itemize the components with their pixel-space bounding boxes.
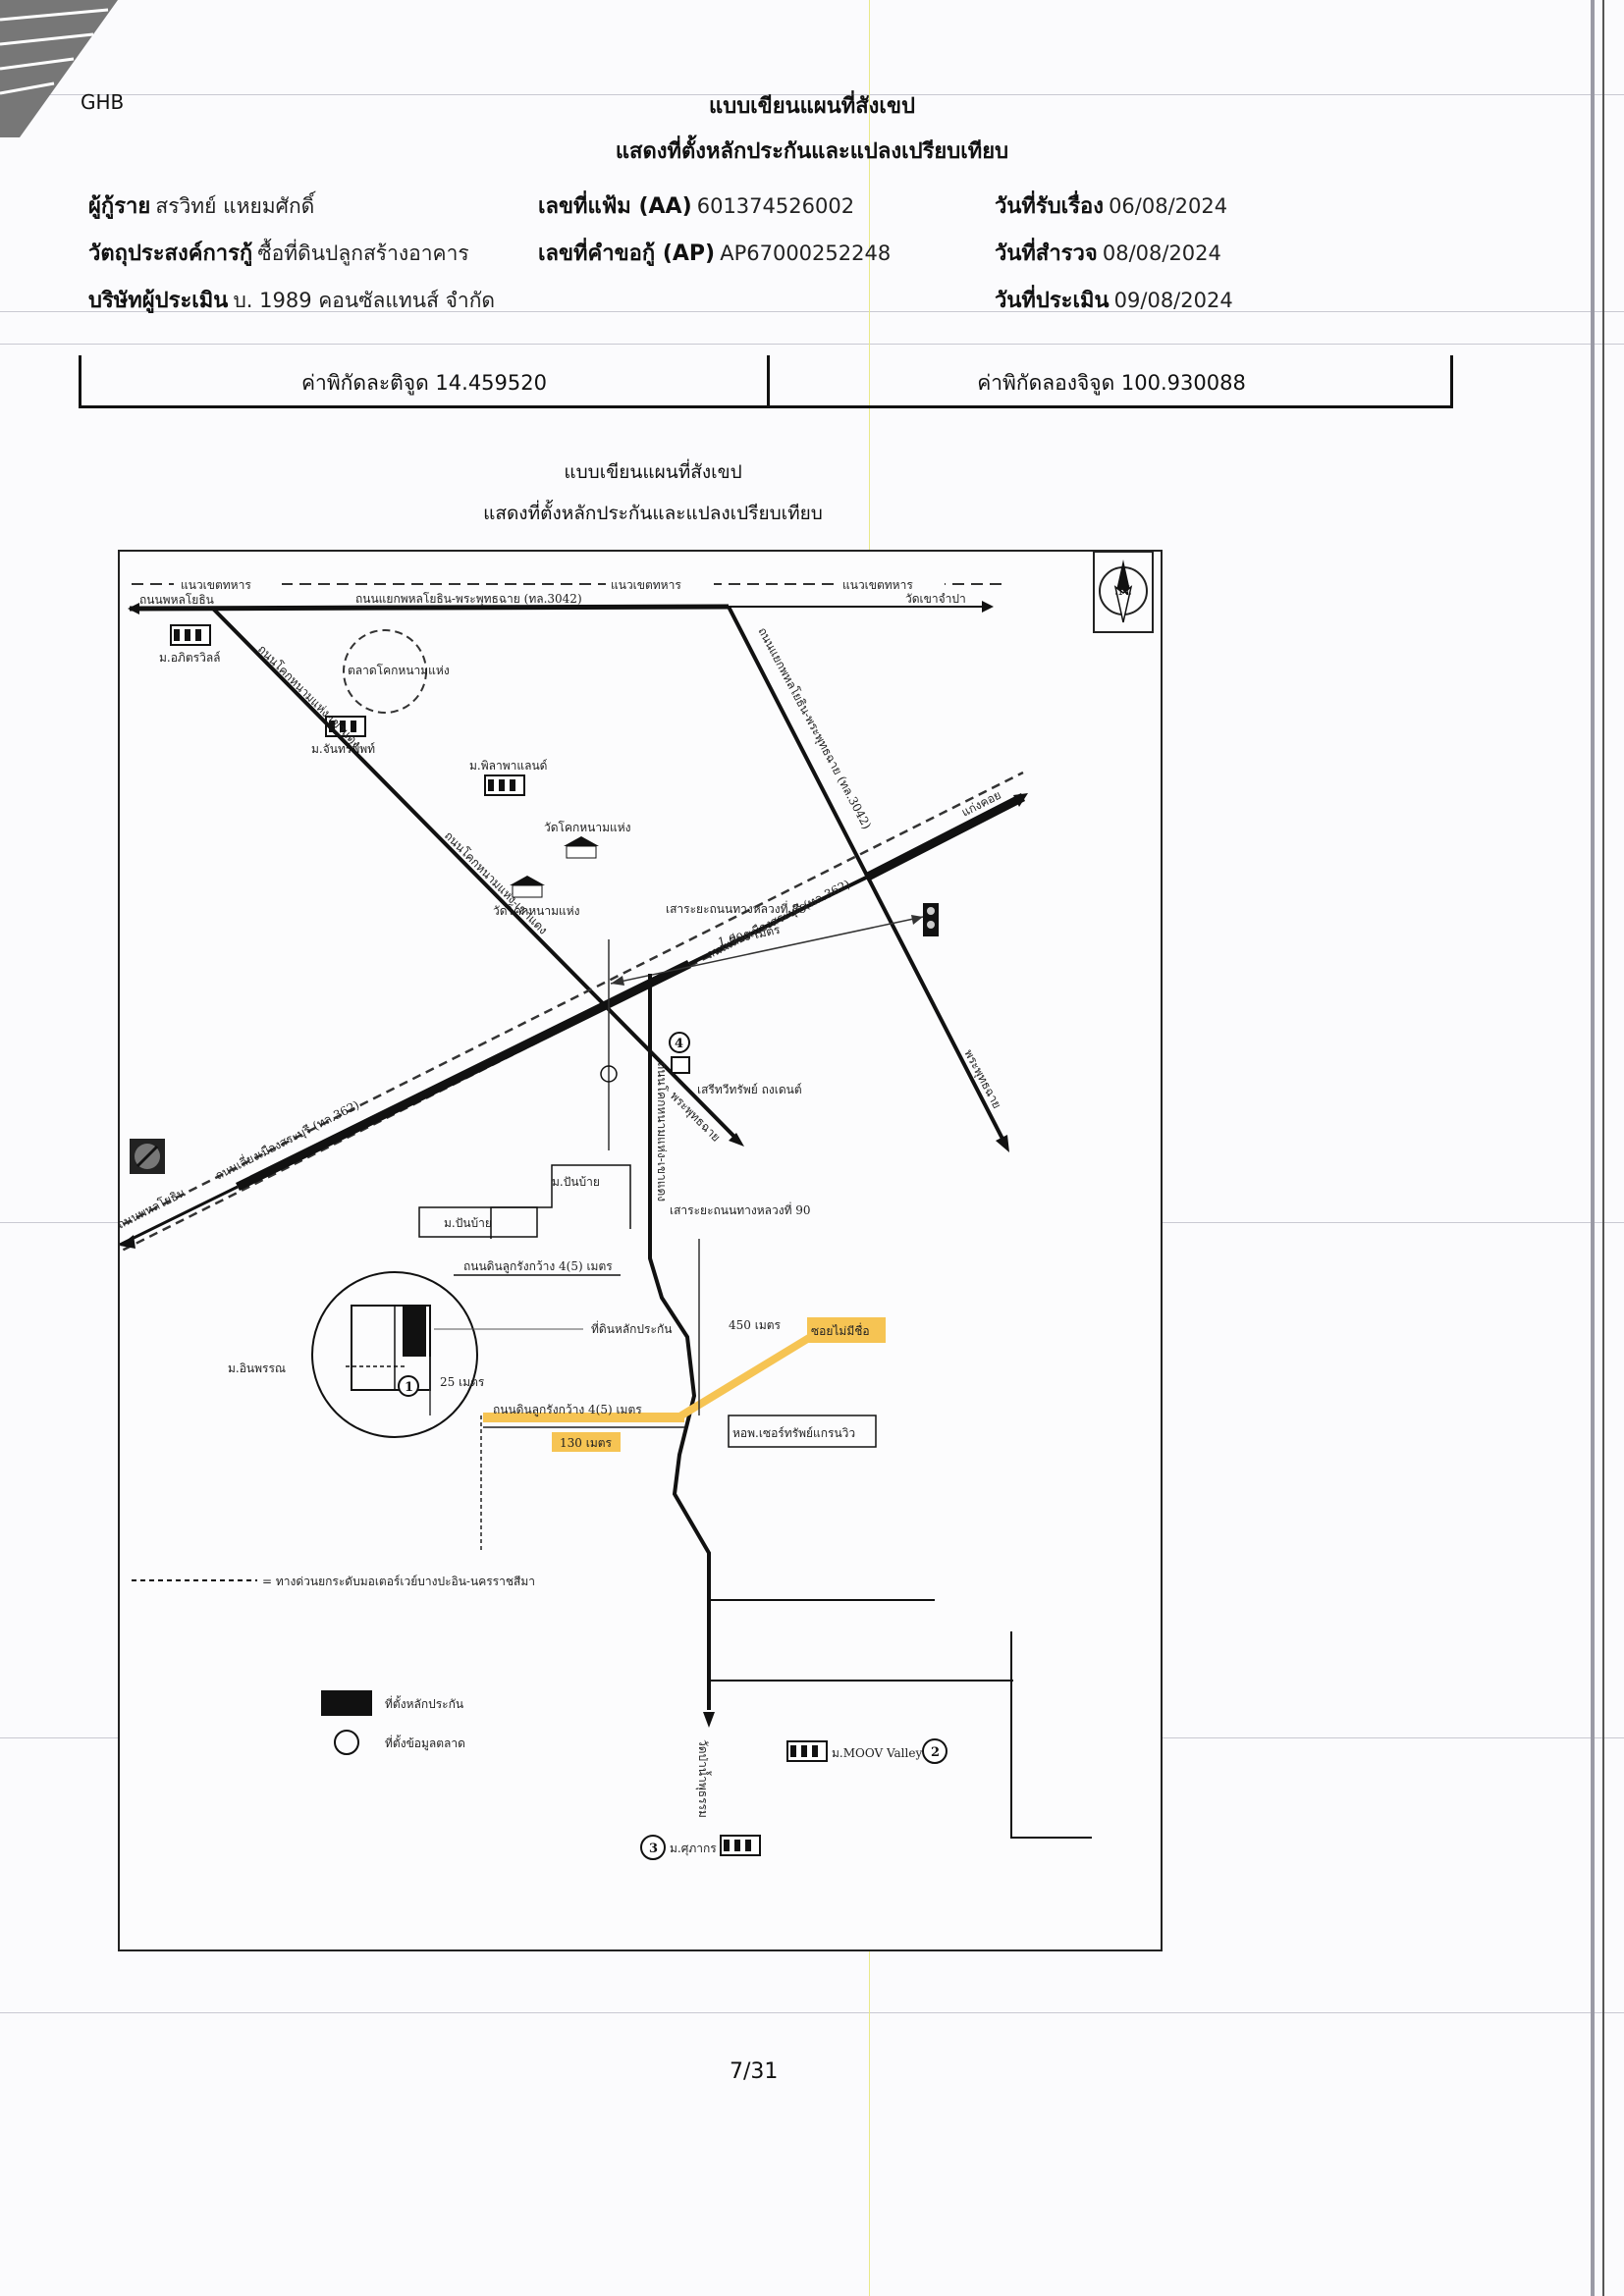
lane-width-top: ถนนดินลูกรังกว้าง 4(5) เมตร xyxy=(463,1259,613,1274)
purpose-label: วัตถุประสงค์การกู้ xyxy=(88,241,253,266)
longitude-cell: ค่าพิกัดลองจิจูด 100.930088 xyxy=(977,371,1246,395)
market-label: ตลาดโคกหนามแห่ง xyxy=(348,664,450,677)
boundary-label-1: แนวเขตทหาร xyxy=(181,578,251,592)
page-number: 7/31 xyxy=(730,2059,779,2084)
corner-scan-mark xyxy=(0,0,118,137)
purpose-value: ซื้อที่ดินปลูกสร้างอาคาร xyxy=(257,241,469,265)
sketch-map: แนวเขตทหาร แนวเขตทหาร แนวเขตทหาร N ถนนพห… xyxy=(109,550,1163,1951)
marker-2: 2 xyxy=(931,1745,940,1760)
village-panbai-2: ม.ปันบ้าย xyxy=(444,1216,492,1230)
road-label-phahon-top: ถนนพหลโยธิน xyxy=(139,593,214,607)
legend-collateral-swatch xyxy=(321,1690,372,1716)
village-pila: ม.พิลาพาแลนด์ xyxy=(469,759,547,773)
app-no-value: AP67000252248 xyxy=(720,241,892,265)
map-svg: แนวเขตทหาร แนวเขตทหาร แนวเขตทหาร N ถนนพห… xyxy=(109,551,1154,1860)
legend-collateral: ที่ตั้งหลักประกัน xyxy=(385,1695,463,1711)
distance-450: 450 เมตร xyxy=(729,1318,782,1332)
road-label-3042: ถนนแยกพหลโยธิน-พระพุทธฉาย (ทล.3042) xyxy=(754,625,874,832)
shop-label: เสรีทวีทรัพย์ ถงเดนต์ xyxy=(697,1083,802,1096)
no-name-lane: ซอยไม่มีชื่อ xyxy=(811,1322,870,1338)
building-icon xyxy=(170,624,211,646)
road-label-top: ถนนแยกพหลโยธิน-พระพุทธฉาย (ทล.3042) xyxy=(355,592,582,607)
appraise-date-row: วันที่ประเมิน 09/08/2024 xyxy=(995,283,1233,317)
collateral-plot xyxy=(403,1306,426,1357)
lane-width-bottom: ถนนดินลูกรังกว้าง 4(5) เมตร xyxy=(493,1403,642,1417)
building-icon xyxy=(720,1835,761,1856)
marker-3: 3 xyxy=(649,1842,658,1856)
survey-value: 08/08/2024 xyxy=(1102,241,1221,265)
file-no-value: 601374526002 xyxy=(696,194,855,218)
boundary-label-2: แนวเขตทหาร xyxy=(611,578,681,592)
appraise-date-value: 09/08/2024 xyxy=(1113,289,1233,312)
purpose-row: วัตถุประสงค์การกู้ ซื้อที่ดินปลูกสร้างอา… xyxy=(88,236,469,270)
motorway-sign-icon xyxy=(130,1139,165,1174)
legend-market: ที่ตั้งข้อมูลตลาด xyxy=(385,1735,465,1751)
village-panbai-1: ม.ปันบ้าย xyxy=(552,1175,600,1189)
village-aphitra: ม.อภิตรวิลล์ xyxy=(159,651,221,665)
traffic-light-icon xyxy=(923,903,939,936)
file-no-row: เลขที่แฟ้ม (AA) 601374526002 xyxy=(538,188,854,223)
received-label: วันที่รับเรื่อง xyxy=(995,194,1104,219)
village-chan: ม.จันทร์พิพท์ xyxy=(311,742,375,756)
survey-row: วันที่สำรวจ 08/08/2024 xyxy=(995,236,1221,270)
temple-label-1: วัดโคกหนามแห่ง xyxy=(544,821,631,834)
map-title: แบบเขียนแผนที่สังเขป xyxy=(564,461,742,483)
post-90: เสาระยะถนนทางหลวงที่ 90 xyxy=(670,1201,811,1217)
app-no-label: เลขที่คำขอกู้ (AP) xyxy=(538,241,716,266)
distance-25: 25 เมตร xyxy=(440,1375,485,1389)
building-icon xyxy=(671,1056,690,1074)
collateral-label: ที่ดินหลักประกัน xyxy=(591,1320,672,1336)
survey-label: วันที่สำรวจ xyxy=(995,241,1098,266)
logo-text: GHB xyxy=(81,90,125,114)
post-89: เสาระยะถนนทางหลวงที่ 89 xyxy=(666,900,807,916)
dorm-label: หอพ.เซอร์ทรัพย์แกรนวิว xyxy=(732,1426,855,1440)
left-village-label: ม.อินพรรณ xyxy=(228,1362,286,1375)
borrower-label: ผู้กู้ราย xyxy=(88,194,151,219)
building-icon xyxy=(786,1740,828,1762)
temple-icon xyxy=(564,836,599,859)
boundary-label-3: แนวเขตทหาร xyxy=(842,578,913,592)
coordinate-box: ค่าพิกัดละติจูด 14.459520 ค่าพิกัดลองจิจ… xyxy=(79,355,1453,408)
appraiser-label: บริษัทผู้ประเมิน xyxy=(88,289,229,313)
received-row: วันที่รับเรื่อง 06/08/2024 xyxy=(995,188,1227,223)
received-value: 06/08/2024 xyxy=(1109,194,1228,218)
page-subtitle: แสดงที่ตั้งหลักประกันและแปลงเปรียบเทียบ xyxy=(615,139,1009,164)
borrower-row: ผู้กู้ราย สรวิทย์ แหยมศักดิ์ xyxy=(88,188,314,223)
appraise-date-label: วันที่ประเมิน xyxy=(995,289,1110,313)
appraiser-row: บริษัทผู้ประเมิน บ. 1989 คอนซัลแทนส์ จำก… xyxy=(88,283,495,317)
wat-khao-champa: วัดเขาจำปา xyxy=(905,592,966,606)
bypass-label-top: ถนนเลี่ยงเมืองสระบุรี (ทล.362) xyxy=(703,876,853,963)
moov-valley: ม.MOOV Valley xyxy=(832,1746,922,1760)
map-subtitle: แสดงที่ตั้งหลักประกันและแปลงเปรียบเทียบ xyxy=(483,503,823,524)
motorway-legend: = ทางด่วนยกระดับมอเตอร์เวย์บางปะอิน-นครร… xyxy=(262,1575,535,1588)
village-supakorn: ม.ศุภากร xyxy=(670,1842,717,1856)
marker-1: 1 xyxy=(405,1380,413,1395)
road-label-diag-1: ถนนโคกหนามแห่ง-เขาแดง xyxy=(255,642,363,750)
page-title: แบบเขียนแผนที่สังเขป xyxy=(709,94,915,119)
marker-4: 4 xyxy=(675,1037,683,1051)
file-no-label: เลขที่แฟ้ม (AA) xyxy=(538,194,692,219)
building-icon xyxy=(484,774,525,796)
borrower-value: สรวิทย์ แหยมศักดิ์ xyxy=(155,194,315,218)
appraiser-value: บ. 1989 คอนซัลแทนส์ จำกัด xyxy=(233,289,496,312)
latitude-cell: ค่าพิกัดละติจูด 14.459520 xyxy=(300,371,547,395)
north-letter: N xyxy=(1118,584,1130,599)
distance-130: 130 เมตร xyxy=(560,1436,613,1450)
legend-market-circle xyxy=(334,1730,359,1755)
road-label-phahon-low: ถนนพหลโยธิน xyxy=(120,1186,188,1232)
wat-bottom: วัดป่าน้ำพุธรรม xyxy=(695,1739,712,1818)
app-no-row: เลขที่คำขอกู้ (AP) AP67000252248 xyxy=(538,236,891,270)
temple-icon xyxy=(510,876,545,898)
north-arrow-icon: N xyxy=(1093,551,1154,633)
road-label-vertical: ถนนโคกหนามแห่ง-เขาแดง xyxy=(655,1062,669,1201)
